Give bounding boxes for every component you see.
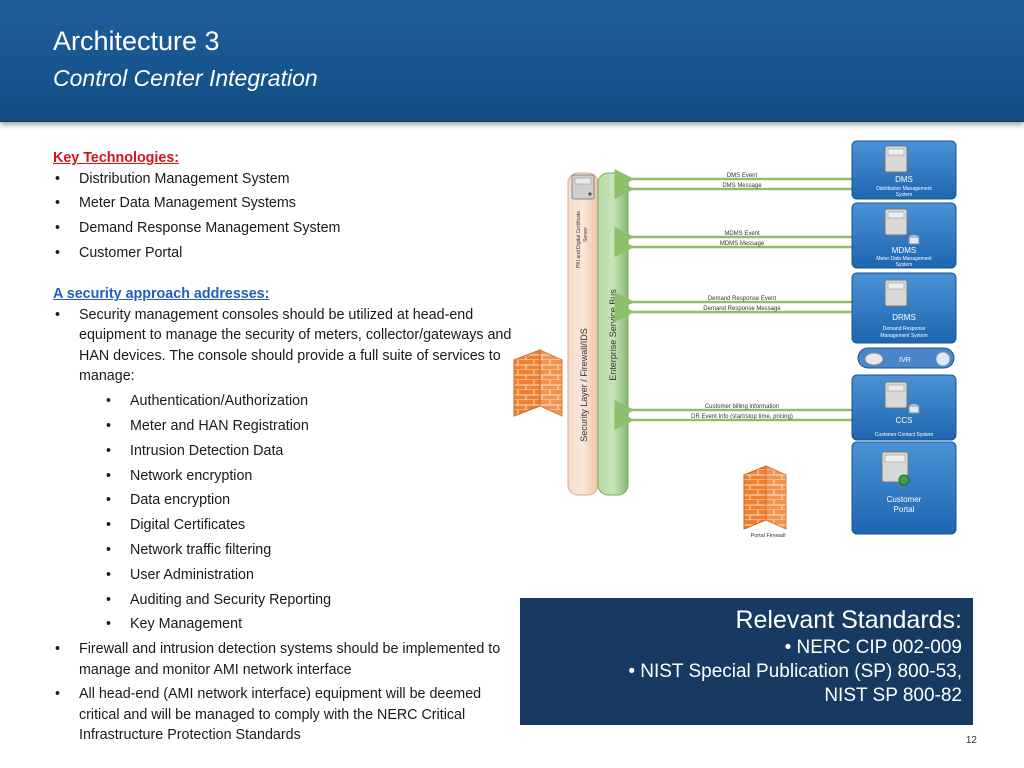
standards-item-nerc: • NERC CIP 002-009 bbox=[784, 637, 962, 658]
dms-message-label-2: DMS Message bbox=[722, 183, 762, 189]
server-icon bbox=[884, 208, 920, 245]
list-item: Network encryption bbox=[79, 466, 513, 487]
enterprise-service-bus-column: Enterprise Service Bus bbox=[597, 172, 629, 496]
esb-label: Enterprise Service Bus bbox=[608, 289, 618, 381]
slide-subtitle: Control Center Integration bbox=[53, 65, 318, 91]
list-item: All head-end (AMI network interface) equ… bbox=[53, 684, 513, 746]
list-item: Distribution Management System bbox=[53, 169, 513, 190]
firewall-icon bbox=[513, 349, 563, 417]
web-server-icon bbox=[881, 451, 910, 486]
server-icon bbox=[884, 145, 908, 173]
list-item: Data encryption bbox=[79, 490, 513, 511]
list-item: Meter Data Management Systems bbox=[53, 193, 513, 214]
security-approach-heading: A security approach addresses: bbox=[53, 286, 270, 303]
security-services-list: Authentication/Authorization Meter and H… bbox=[79, 391, 513, 635]
dms-name: DMS bbox=[895, 175, 913, 184]
ccs-name: CCS bbox=[896, 416, 913, 425]
security-layer-label: Security Layer / Firewall/IDS bbox=[579, 328, 589, 442]
key-technologies-list: Distribution Management System Meter Dat… bbox=[53, 169, 513, 264]
mdms-system-box: MDMS Meter Data Management System bbox=[851, 202, 957, 269]
pki-server-icon bbox=[571, 174, 595, 200]
ccs-message-label-1: Customer billing information bbox=[705, 404, 779, 410]
ccs-system-box: CCS Customer Contact System bbox=[851, 374, 957, 441]
mdms-message-label-2: MDMS Message bbox=[720, 241, 765, 247]
slide-title: Architecture 3 bbox=[53, 26, 220, 56]
mdms-desc-2: System bbox=[896, 262, 913, 268]
ccs-arrows: Customer billing information DR Event In… bbox=[614, 400, 852, 430]
mdms-name: MDMS bbox=[892, 246, 916, 255]
left-content: Key Technologies: Distribution Managemen… bbox=[53, 148, 513, 746]
list-item: Intrusion Detection Data bbox=[79, 441, 513, 462]
drms-name: DRMS bbox=[892, 313, 916, 322]
dms-system-box: DMS Distribution Management System bbox=[851, 140, 957, 200]
list-item: Customer Portal bbox=[53, 243, 513, 264]
list-item: Meter and HAN Registration bbox=[79, 416, 513, 437]
drms-message-label-1: Demand Response Event bbox=[708, 296, 777, 302]
mdms-desc-1: Meter Data Management bbox=[876, 256, 932, 262]
list-item: Digital Certificates bbox=[79, 515, 513, 536]
mdms-message-label-1: MDMS Event bbox=[724, 231, 760, 237]
portal-firewall-icon bbox=[743, 465, 787, 530]
security-consoles-text: Security management consoles should be u… bbox=[79, 306, 512, 385]
dms-arrows: DMS Event DMS Message bbox=[614, 169, 852, 199]
server-icon bbox=[884, 381, 920, 414]
drms-desc-2: Management System bbox=[880, 333, 927, 339]
list-item: Security management consoles should be u… bbox=[53, 305, 513, 635]
dms-message-label-1: DMS Event bbox=[727, 173, 758, 179]
drms-system-box: DRMS Demand Response Management System bbox=[851, 272, 957, 344]
security-layer-column: Security Layer / Firewall/IDS bbox=[567, 172, 599, 496]
key-technologies-heading: Key Technologies: bbox=[53, 150, 180, 166]
list-item: Key Management bbox=[79, 614, 513, 635]
list-item: Auditing and Security Reporting bbox=[79, 590, 513, 611]
list-item: Demand Response Management System bbox=[53, 218, 513, 239]
portal-name-2: Portal bbox=[894, 505, 915, 514]
customer-portal-box: Customer Portal bbox=[851, 441, 957, 535]
dms-desc-2: System bbox=[896, 192, 913, 198]
page-number: 12 bbox=[965, 735, 977, 746]
standards-item-nist-1: • NIST Special Publication (SP) 800-53, bbox=[628, 661, 962, 682]
server-icon bbox=[884, 279, 908, 307]
list-item: User Administration bbox=[79, 565, 513, 586]
list-item: Firewall and intrusion detection systems… bbox=[53, 639, 513, 680]
ivr-unit: IVR bbox=[857, 347, 955, 369]
architecture-diagram: Security Layer / Firewall/IDS PKI and Di… bbox=[513, 140, 957, 539]
portal-name-1: Customer bbox=[887, 495, 922, 504]
drms-message-label-2: Demand Response Message bbox=[703, 306, 781, 312]
security-approach-list: Security management consoles should be u… bbox=[53, 305, 513, 746]
pki-label-1: PKI and Digital Certificate bbox=[576, 211, 582, 268]
drms-desc-1: Demand Response bbox=[883, 326, 926, 332]
mdms-arrows: MDMS Event MDMS Message bbox=[614, 227, 852, 257]
standards-title: Relevant Standards: bbox=[735, 606, 962, 634]
pki-label-2: Server bbox=[583, 227, 589, 242]
standards-item-nist-2: NIST SP 800-82 bbox=[824, 685, 962, 706]
relevant-standards-box: Relevant Standards: • NERC CIP 002-009 •… bbox=[520, 598, 973, 725]
list-item: Authentication/Authorization bbox=[79, 391, 513, 412]
ccs-desc: Customer Contact System bbox=[875, 432, 933, 438]
list-item: Network traffic filtering bbox=[79, 540, 513, 561]
drms-arrows: Demand Response Event Demand Response Me… bbox=[614, 292, 852, 322]
ivr-label: IVR bbox=[899, 357, 911, 364]
dms-desc-1: Distribution Management bbox=[876, 186, 932, 192]
portal-firewall-label: Portal Firewall bbox=[751, 533, 786, 539]
ccs-message-label-2: DR Event Info (start/stop time, pricing) bbox=[691, 414, 793, 420]
slide-header: Architecture 3 Control Center Integratio… bbox=[0, 0, 1024, 122]
